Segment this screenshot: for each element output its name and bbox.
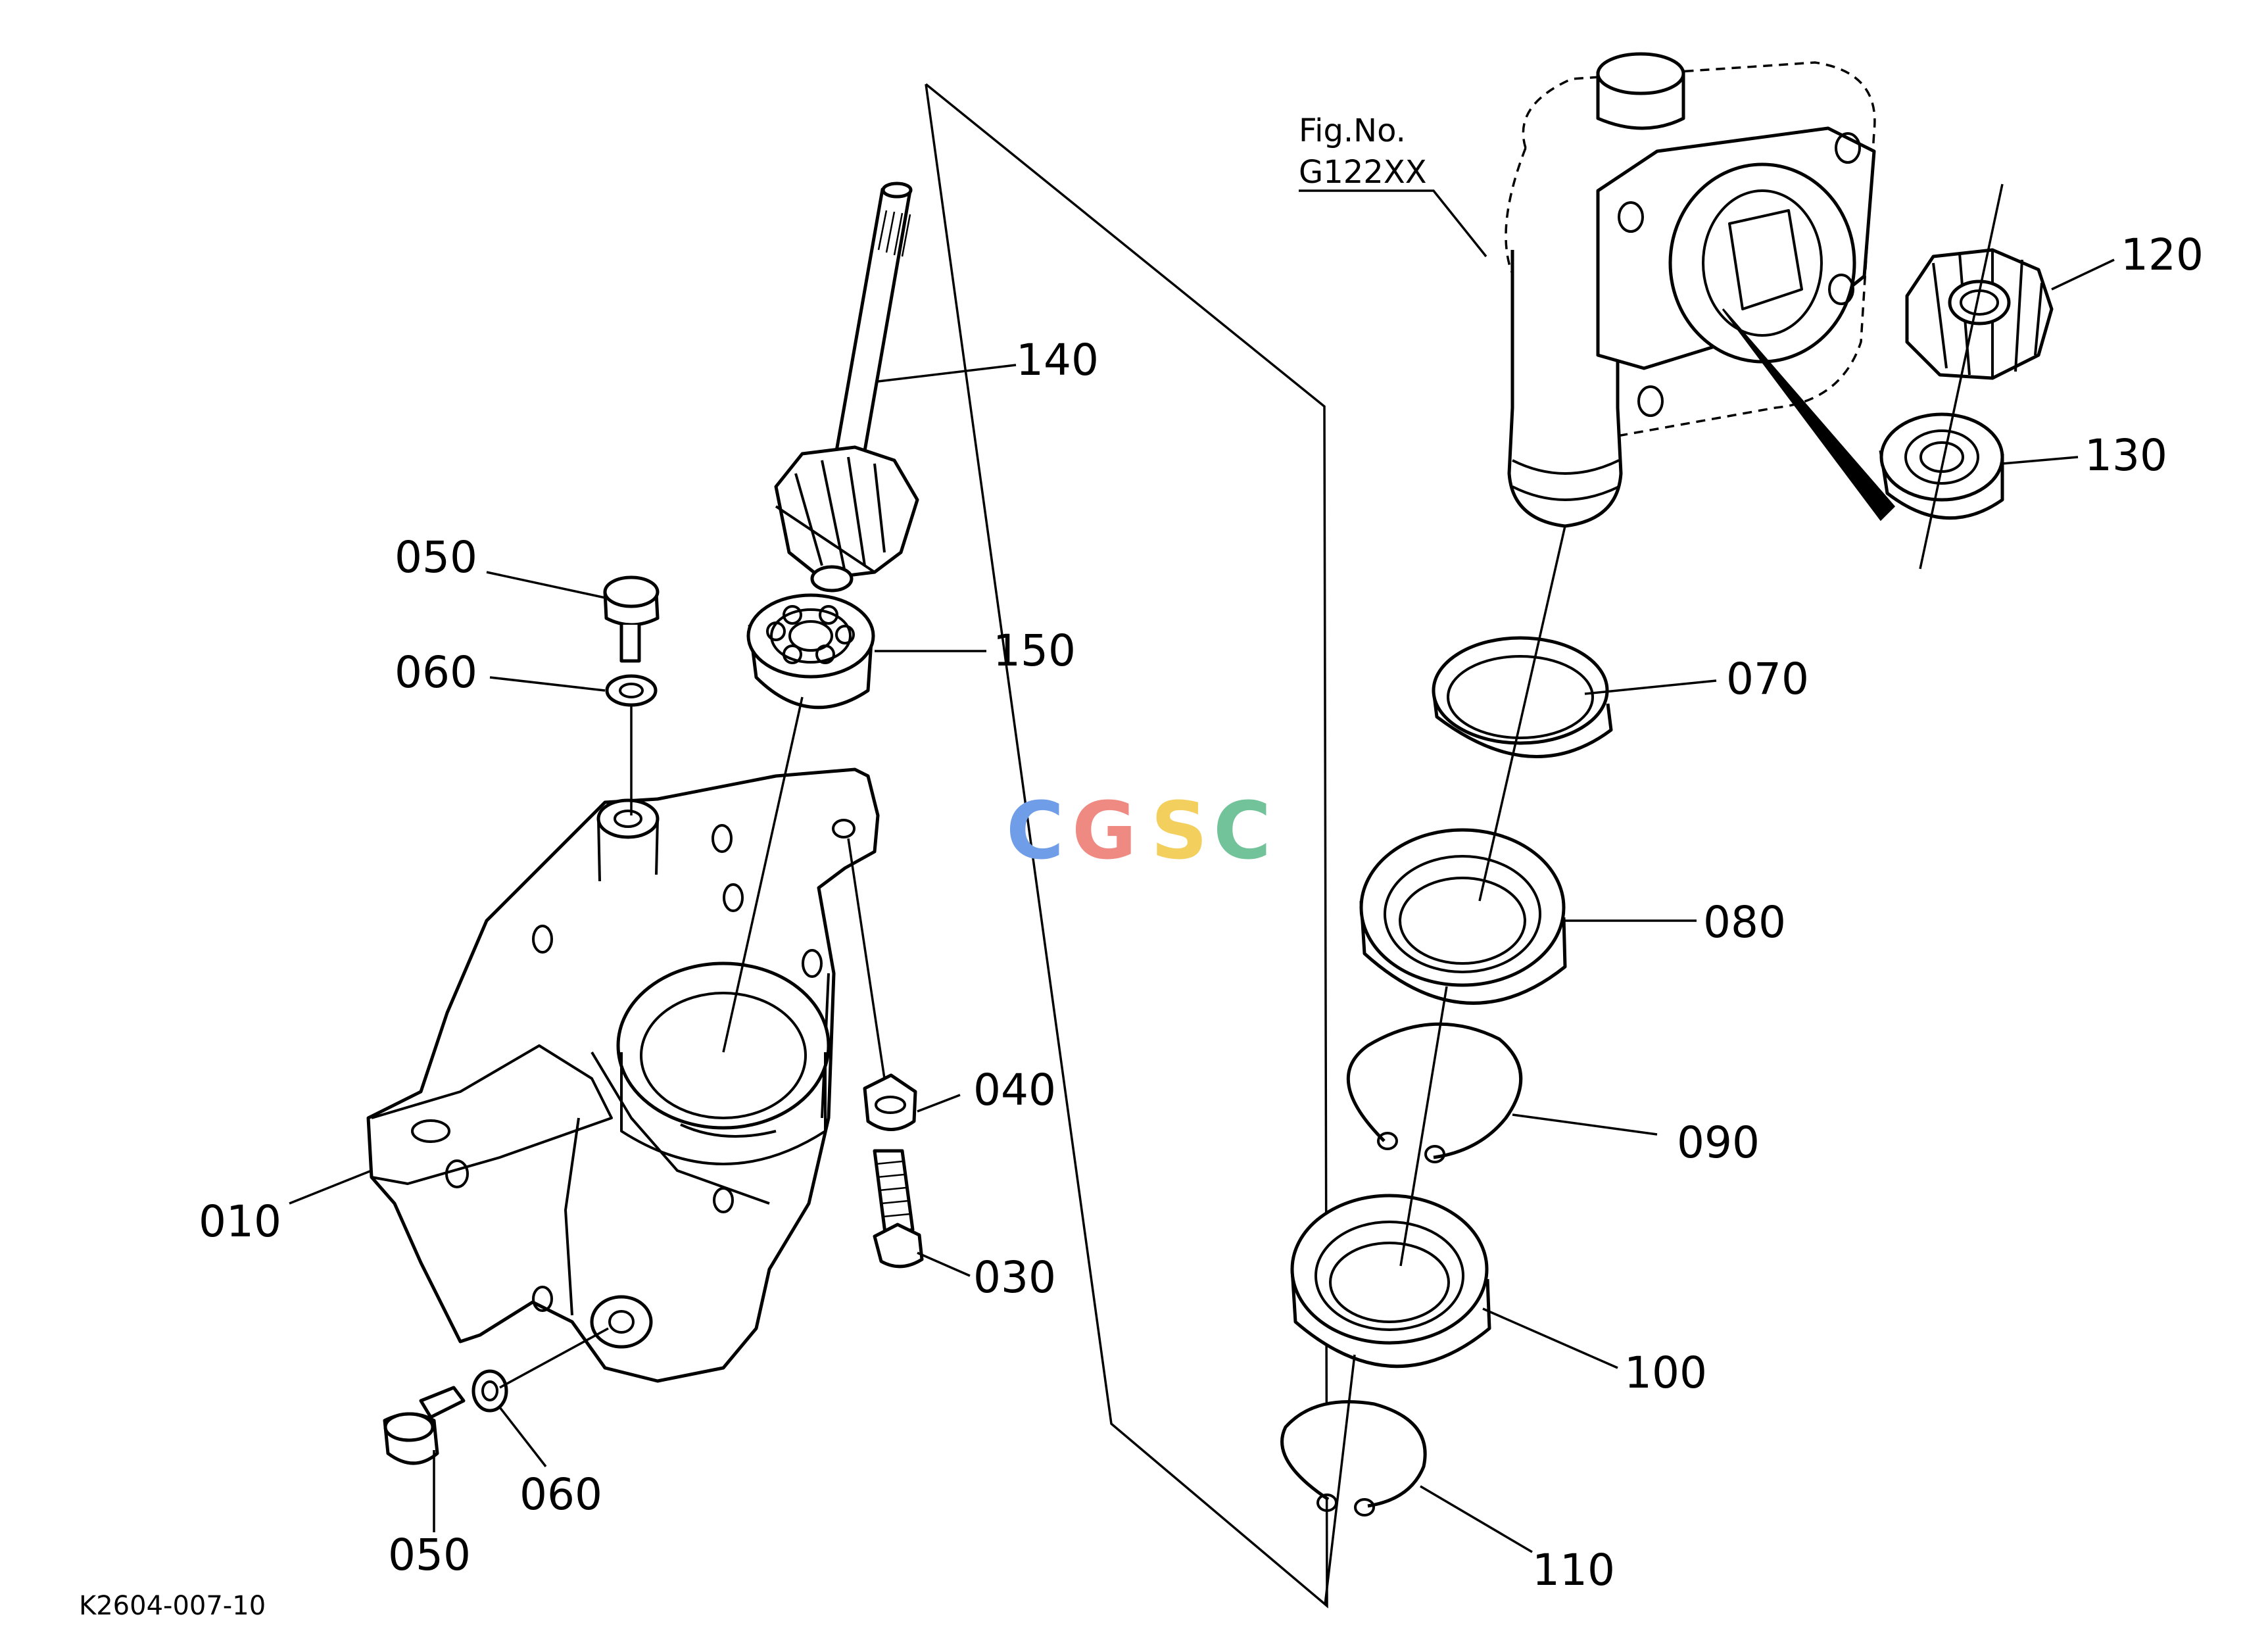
watermark-letter-g: G — [1072, 786, 1137, 877]
figure-ref-line1: Fig.No. — [1299, 112, 1406, 149]
leader-lines — [289, 189, 2115, 1553]
callout-050-bottom: 050 — [388, 1530, 471, 1580]
bolt-030 — [873, 1149, 924, 1269]
bearing-080 — [1359, 828, 1567, 1005]
housing-reference-dashed — [1505, 52, 1876, 528]
callout-150: 150 — [993, 625, 1076, 676]
callout-090: 090 — [1677, 1117, 1760, 1168]
exploded-group-outline — [925, 83, 1328, 1609]
washer-060-bottom — [471, 1369, 508, 1413]
ring-070 — [1432, 636, 1613, 758]
cgsc-watermark: C G S C — [1006, 786, 1271, 877]
callout-050-top: 050 — [395, 532, 477, 583]
callout-060-top: 060 — [395, 647, 477, 698]
housing-010 — [366, 767, 880, 1383]
figure-ref-line2: G122XX — [1299, 154, 1427, 191]
watermark-letter-c1: C — [1006, 786, 1064, 877]
washer-060-top — [605, 674, 658, 707]
bolt-050-top — [603, 575, 660, 663]
callout-060-bottom: 060 — [519, 1469, 602, 1520]
callout-030: 030 — [973, 1252, 1056, 1303]
bearing-100 — [1290, 1194, 1491, 1369]
shaft-140 — [774, 182, 919, 593]
gear-120 — [1905, 248, 2054, 380]
callout-080: 080 — [1703, 897, 1786, 948]
watermark-letter-s: S — [1151, 786, 1207, 877]
callout-130: 130 — [2085, 430, 2167, 481]
bearing-150 — [746, 593, 875, 710]
bearing-130 — [1879, 412, 2004, 520]
drawing-number: K2604-007-10 — [79, 1591, 266, 1621]
callout-120: 120 — [2121, 230, 2204, 280]
callout-070: 070 — [1726, 654, 1809, 704]
callout-010: 010 — [199, 1196, 281, 1247]
snap-ring-110 — [1280, 1400, 1427, 1517]
snap-ring-090 — [1346, 1022, 1523, 1163]
callout-100: 100 — [1624, 1347, 1707, 1398]
bolt-050-bottom — [383, 1386, 466, 1465]
callout-110: 110 — [1532, 1545, 1615, 1595]
callout-140: 140 — [1016, 335, 1099, 385]
callout-040: 040 — [973, 1065, 1056, 1115]
nut-040 — [863, 1073, 917, 1131]
watermark-letter-c2: C — [1213, 786, 1271, 877]
assembly-axis-lines — [433, 183, 2004, 1605]
